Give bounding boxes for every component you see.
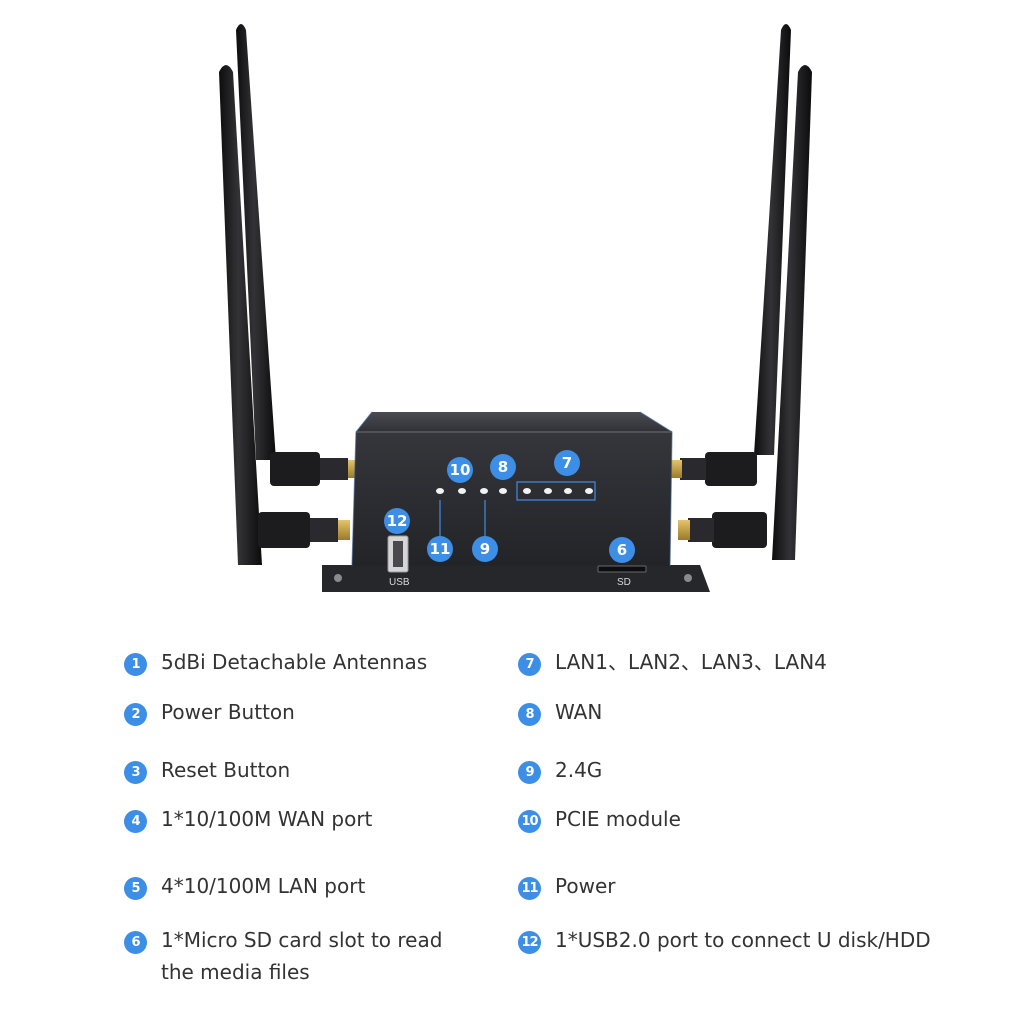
callout-6: 6 bbox=[609, 537, 635, 563]
legend-number: 3 bbox=[124, 761, 147, 784]
router-product-image: USB SD 12 11 10 9 8 7 6 bbox=[219, 24, 812, 592]
legend-number: 7 bbox=[518, 653, 541, 676]
legend-number: 8 bbox=[518, 703, 541, 726]
legend-item-5: 5 4*10/100M LAN port bbox=[124, 870, 365, 902]
legend-number: 4 bbox=[124, 810, 147, 833]
antenna-back-left bbox=[236, 24, 276, 460]
legend-item-7: 7 LAN1、LAN2、LAN3、LAN4 bbox=[518, 646, 827, 678]
callout-11: 11 bbox=[427, 536, 453, 562]
legend-text: 2.4G bbox=[555, 758, 603, 782]
legend-item-2: 2 Power Button bbox=[124, 696, 295, 728]
callout-10: 10 bbox=[447, 457, 473, 483]
antenna-front-right bbox=[772, 65, 812, 560]
antenna-front-left bbox=[219, 65, 262, 565]
legend-item-8: 8 WAN bbox=[518, 696, 602, 728]
callout-9: 9 bbox=[472, 536, 498, 562]
legend-text: Power Button bbox=[161, 700, 295, 724]
legend-number: 5 bbox=[124, 877, 147, 900]
legend-number: 6 bbox=[124, 931, 147, 954]
legend-number: 11 bbox=[518, 877, 541, 900]
usb-port-label: USB bbox=[389, 577, 410, 588]
sd-slot: SD bbox=[597, 565, 647, 588]
legend-number: 12 bbox=[518, 931, 541, 954]
antenna-connector-right-lower bbox=[678, 512, 767, 548]
svg-text:11: 11 bbox=[430, 540, 451, 558]
legend-number: 1 bbox=[124, 653, 147, 676]
antenna-connector-left-lower bbox=[258, 512, 350, 548]
legend-text: 1*Micro SD card slot to read the media f… bbox=[161, 928, 443, 984]
legend-item-12: 12 1*USB2.0 port to connect U disk/HDD bbox=[518, 924, 931, 956]
usb-port: USB bbox=[387, 535, 410, 588]
legend-text: 1*10/100M WAN port bbox=[161, 807, 373, 831]
legend-item-3: 3 Reset Button bbox=[124, 754, 290, 786]
legend-text: PCIE module bbox=[555, 807, 681, 831]
legend-item-9: 9 2.4G bbox=[518, 754, 602, 786]
legend-item-11: 11 Power bbox=[518, 870, 615, 902]
callout-7: 7 bbox=[554, 450, 580, 476]
legend-number: 9 bbox=[518, 761, 541, 784]
legend-item-6: 6 1*Micro SD card slot to read the media… bbox=[124, 924, 442, 988]
antenna-connector-right-upper bbox=[670, 452, 757, 486]
antenna-connector-left-upper bbox=[270, 452, 360, 486]
svg-text:6: 6 bbox=[617, 541, 627, 559]
callout-8: 8 bbox=[490, 454, 516, 480]
legend-text: 5dBi Detachable Antennas bbox=[161, 650, 428, 674]
legend-text: 1*USB2.0 port to connect U disk/HDD bbox=[555, 928, 931, 952]
legend-item-4: 4 1*10/100M WAN port bbox=[124, 803, 372, 835]
svg-text:9: 9 bbox=[480, 540, 490, 558]
svg-text:12: 12 bbox=[387, 512, 408, 530]
legend-text: WAN bbox=[555, 700, 603, 724]
legend-text: Reset Button bbox=[161, 758, 291, 782]
legend-number: 2 bbox=[124, 703, 147, 726]
legend-text: LAN1、LAN2、LAN3、LAN4 bbox=[555, 650, 827, 674]
svg-text:8: 8 bbox=[498, 458, 508, 476]
legend-item-10: 10 PCIE module bbox=[518, 803, 681, 835]
svg-text:7: 7 bbox=[562, 454, 572, 472]
legend-number: 10 bbox=[518, 810, 541, 833]
legend-item-1: 1 5dBi Detachable Antennas bbox=[124, 646, 427, 678]
led-indicators bbox=[436, 481, 596, 501]
legend-text: 4*10/100M LAN port bbox=[161, 874, 366, 898]
callout-12: 12 bbox=[384, 508, 410, 534]
antenna-back-right bbox=[754, 24, 791, 455]
legend-text: Power bbox=[555, 874, 616, 898]
svg-text:10: 10 bbox=[450, 461, 471, 479]
sd-slot-label: SD bbox=[617, 577, 631, 588]
